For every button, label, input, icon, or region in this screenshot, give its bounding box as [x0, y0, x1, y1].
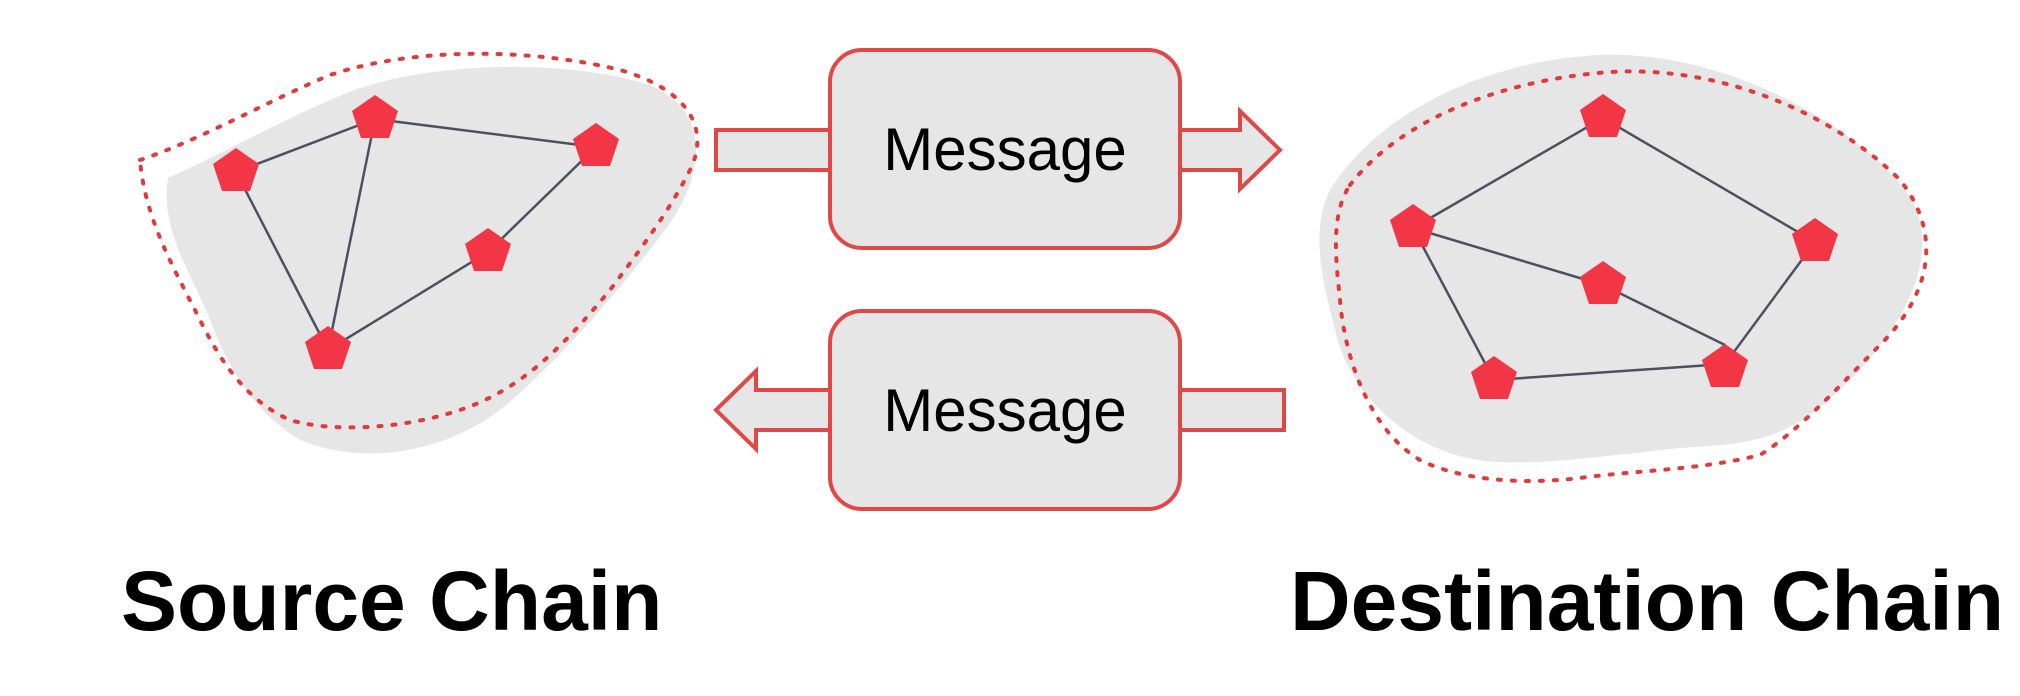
- source-edge: [487, 146, 597, 253]
- destination-chain-title: Destination Chain: [1290, 554, 2004, 648]
- destination-edge: [1723, 241, 1817, 365]
- source-chain-outline: [137, 51, 700, 430]
- destination-chain-nodes: [1390, 94, 1838, 399]
- source-chain-edges: [234, 117, 597, 352]
- destination-edge: [1493, 362, 1726, 382]
- node-pentagon-icon: [352, 95, 398, 138]
- message-top-group: Message: [714, 48, 1283, 250]
- node-pentagon-icon: [305, 326, 351, 369]
- destination-edge: [1412, 116, 1604, 230]
- source-edge: [327, 250, 489, 352]
- source-edge: [326, 118, 377, 351]
- source-chain-nodes: [213, 95, 619, 369]
- message-box-incoming: [828, 309, 1182, 511]
- node-pentagon-icon: [1580, 94, 1626, 137]
- source-chain-blob: [166, 66, 697, 454]
- node-pentagon-icon: [1471, 356, 1517, 399]
- destination-chain-group: Destination Chain: [1290, 54, 2004, 648]
- node-pentagon-icon: [1702, 344, 1748, 387]
- destination-chain-outline: [1333, 69, 1929, 483]
- destination-edge: [1602, 283, 1726, 347]
- node-pentagon-icon: [1390, 204, 1436, 247]
- destination-edge: [1602, 116, 1816, 244]
- message-label-incoming: Message: [883, 377, 1126, 444]
- source-edge: [235, 117, 376, 174]
- message-bottom-group: Message: [713, 309, 1286, 511]
- source-chain-title: Source Chain: [121, 554, 662, 648]
- node-pentagon-icon: [465, 228, 511, 271]
- message-box-outgoing: [828, 48, 1182, 250]
- source-chain-group: Source Chain: [121, 51, 700, 648]
- node-pentagon-icon: [1580, 261, 1626, 304]
- destination-chain-edges: [1411, 116, 1817, 382]
- message-label-outgoing: Message: [883, 116, 1126, 183]
- destination-chain-blob: [1319, 54, 1923, 463]
- destination-edge: [1411, 227, 1496, 381]
- source-edge: [234, 171, 330, 351]
- node-pentagon-icon: [213, 148, 259, 191]
- destination-edge: [1412, 226, 1604, 287]
- node-pentagon-icon: [573, 123, 619, 166]
- source-edge: [374, 117, 597, 149]
- node-pentagon-icon: [1792, 218, 1838, 261]
